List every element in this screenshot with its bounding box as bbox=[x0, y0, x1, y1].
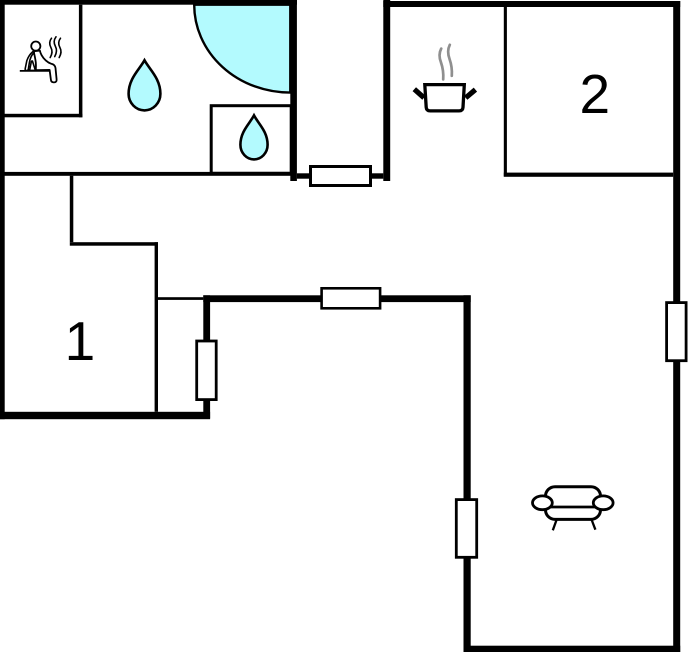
wall-bedroom2-bottom bbox=[503, 172, 674, 177]
wall-top-right-block bbox=[383, 1, 681, 7]
steam-wave-icon bbox=[48, 37, 53, 59]
window-right bbox=[665, 301, 688, 363]
window-hall bbox=[195, 339, 218, 401]
wall-sauna-bottom bbox=[0, 113, 83, 118]
steam-wave-icon bbox=[57, 37, 62, 59]
shower-quarter-circle-icon bbox=[192, 3, 292, 94]
pot-handle-right bbox=[464, 87, 478, 100]
steam-wave-icon bbox=[53, 36, 58, 58]
wall-bedroom1-right bbox=[154, 242, 158, 412]
wall-bedroom2-left bbox=[503, 4, 507, 177]
sofa-armrest-right bbox=[591, 494, 615, 512]
wall-top-left-block bbox=[0, 0, 297, 5]
wall-bedroom1-top bbox=[69, 242, 158, 246]
entrance-door bbox=[309, 165, 372, 187]
sauna-person-body bbox=[32, 49, 58, 84]
wall-living-left bbox=[463, 295, 471, 652]
wall-bathroom-right bbox=[290, 0, 297, 181]
bedroom2-label: 2 bbox=[580, 63, 611, 125]
water-drop-icon bbox=[127, 57, 162, 112]
wall-bedroom1-notch-vertical bbox=[69, 175, 74, 243]
steam-wave-icon bbox=[438, 47, 445, 81]
water-drop-icon bbox=[239, 112, 269, 161]
bedroom1-label: 1 bbox=[65, 310, 96, 372]
sofa-leg-right bbox=[590, 519, 597, 531]
wall-sauna-right bbox=[78, 4, 83, 118]
wall-bathroom-bottom bbox=[0, 171, 292, 176]
wall-bedroom1-bottom bbox=[0, 411, 211, 420]
steam-wave-icon bbox=[446, 43, 454, 78]
sofa-icon bbox=[531, 485, 615, 531]
hall-door bbox=[320, 286, 382, 310]
sofa-leg-left bbox=[551, 519, 558, 531]
sauna-person-knee bbox=[28, 60, 37, 72]
sauna-person-head bbox=[30, 40, 42, 52]
window-living bbox=[454, 498, 479, 559]
openings bbox=[195, 165, 688, 559]
pot-body bbox=[423, 82, 467, 113]
sofa-armrest-left bbox=[531, 494, 554, 512]
wall-left bbox=[0, 0, 5, 420]
sauna-steam bbox=[48, 36, 62, 59]
pot-handle-left bbox=[412, 87, 426, 100]
wall-bottom bbox=[463, 645, 681, 652]
sauna-person-arm bbox=[24, 50, 35, 72]
pot-steam bbox=[438, 43, 454, 81]
wall-kitchen-left bbox=[383, 0, 391, 181]
sauna-icon bbox=[19, 36, 62, 84]
cooking-pot-icon bbox=[412, 43, 478, 113]
wall-hall-thin bbox=[158, 297, 204, 300]
